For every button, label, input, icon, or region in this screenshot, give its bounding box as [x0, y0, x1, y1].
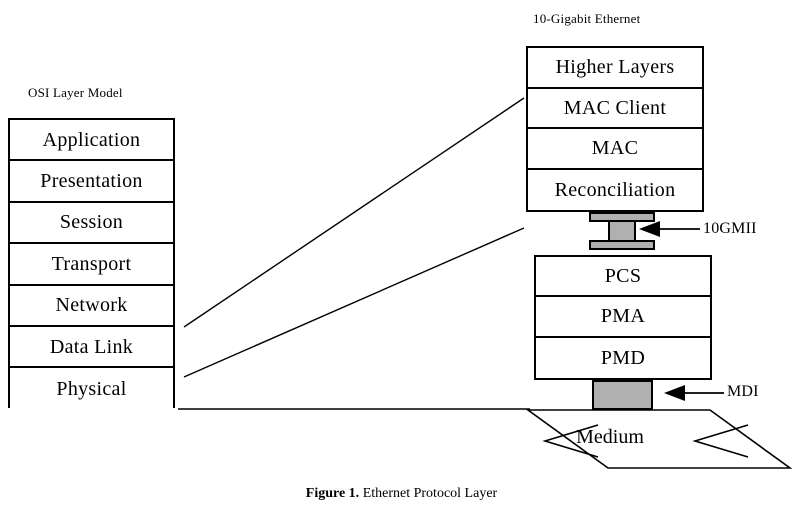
medium-parallelogram — [525, 409, 793, 469]
osi-layer-label: Physical — [56, 378, 127, 401]
leader-line-datalink-to-ethernet — [183, 97, 525, 328]
ethernet-layer-higher-layers[interactable]: Higher Layers — [528, 48, 702, 89]
mdi-callout-arrowhead — [664, 385, 685, 401]
osi-layer-presentation[interactable]: Presentation — [10, 161, 173, 203]
osi-layer-label: Data Link — [49, 335, 134, 358]
ethernet-layer-label: PCS — [604, 265, 642, 288]
osi-layer-application[interactable]: Application — [10, 120, 173, 162]
10gmii-callout-arrowhead — [639, 221, 660, 237]
osi-layer-stack: Application Presentation Session Transpo… — [8, 118, 175, 410]
ethernet-layer-mac-client[interactable]: MAC Client — [528, 88, 702, 129]
osi-layer-label: Transport — [51, 252, 132, 275]
10gmii-bottom-flange — [589, 240, 655, 250]
ethernet-upper-layer-stack: Higher Layers MAC Client MAC Reconciliat… — [526, 46, 704, 212]
ethernet-layer-label: PMA — [600, 305, 646, 328]
ethernet-model-title: 10-Gigabit Ethernet — [533, 11, 641, 26]
osi-layer-label: Network — [55, 294, 128, 317]
medium-label: Medium — [576, 426, 644, 448]
ethernet-layer-mac[interactable]: MAC — [528, 129, 702, 170]
figure-caption-text: Ethernet Protocol Layer — [359, 486, 498, 501]
ethernet-layer-label: MAC — [591, 137, 639, 160]
ethernet-layer-pcs[interactable]: PCS — [536, 257, 710, 298]
ethernet-layer-pmd[interactable]: PMD — [536, 337, 710, 378]
figure-caption: Figure 1. Ethernet Protocol Layer — [0, 487, 803, 501]
ethernet-layer-reconciliation[interactable]: Reconciliation — [528, 169, 702, 210]
ethernet-layer-pma[interactable]: PMA — [536, 297, 710, 338]
ethernet-layer-label: Higher Layers — [555, 56, 675, 79]
osi-layer-network[interactable]: Network — [10, 285, 173, 327]
mdi-connector-block — [592, 380, 653, 410]
osi-layer-data-link[interactable]: Data Link — [10, 326, 173, 369]
medium-right-chevron-icon — [692, 424, 749, 458]
osi-layer-transport[interactable]: Transport — [10, 244, 173, 286]
osi-layer-label: Application — [42, 128, 141, 151]
figure-caption-number: Figure 1. — [305, 486, 360, 501]
osi-layer-session[interactable]: Session — [10, 202, 173, 245]
10gmii-stem — [608, 220, 636, 242]
mdi-callout-label: MDI — [727, 383, 759, 400]
ethernet-lower-layer-stack: PCS PMA PMD — [534, 255, 712, 380]
10gmii-callout-label: 10GMII — [703, 220, 757, 237]
osi-model-title: OSI Layer Model — [28, 85, 123, 100]
osi-layer-physical[interactable]: Physical — [10, 368, 173, 410]
ethernet-layer-label: MAC Client — [563, 96, 667, 119]
osi-layer-label: Presentation — [40, 170, 143, 193]
leader-line-physical-to-ethernet — [183, 227, 525, 378]
ethernet-layer-label: PMD — [600, 346, 646, 369]
osi-layer-label: Session — [59, 211, 124, 234]
ethernet-layer-label: Reconciliation — [554, 178, 676, 201]
